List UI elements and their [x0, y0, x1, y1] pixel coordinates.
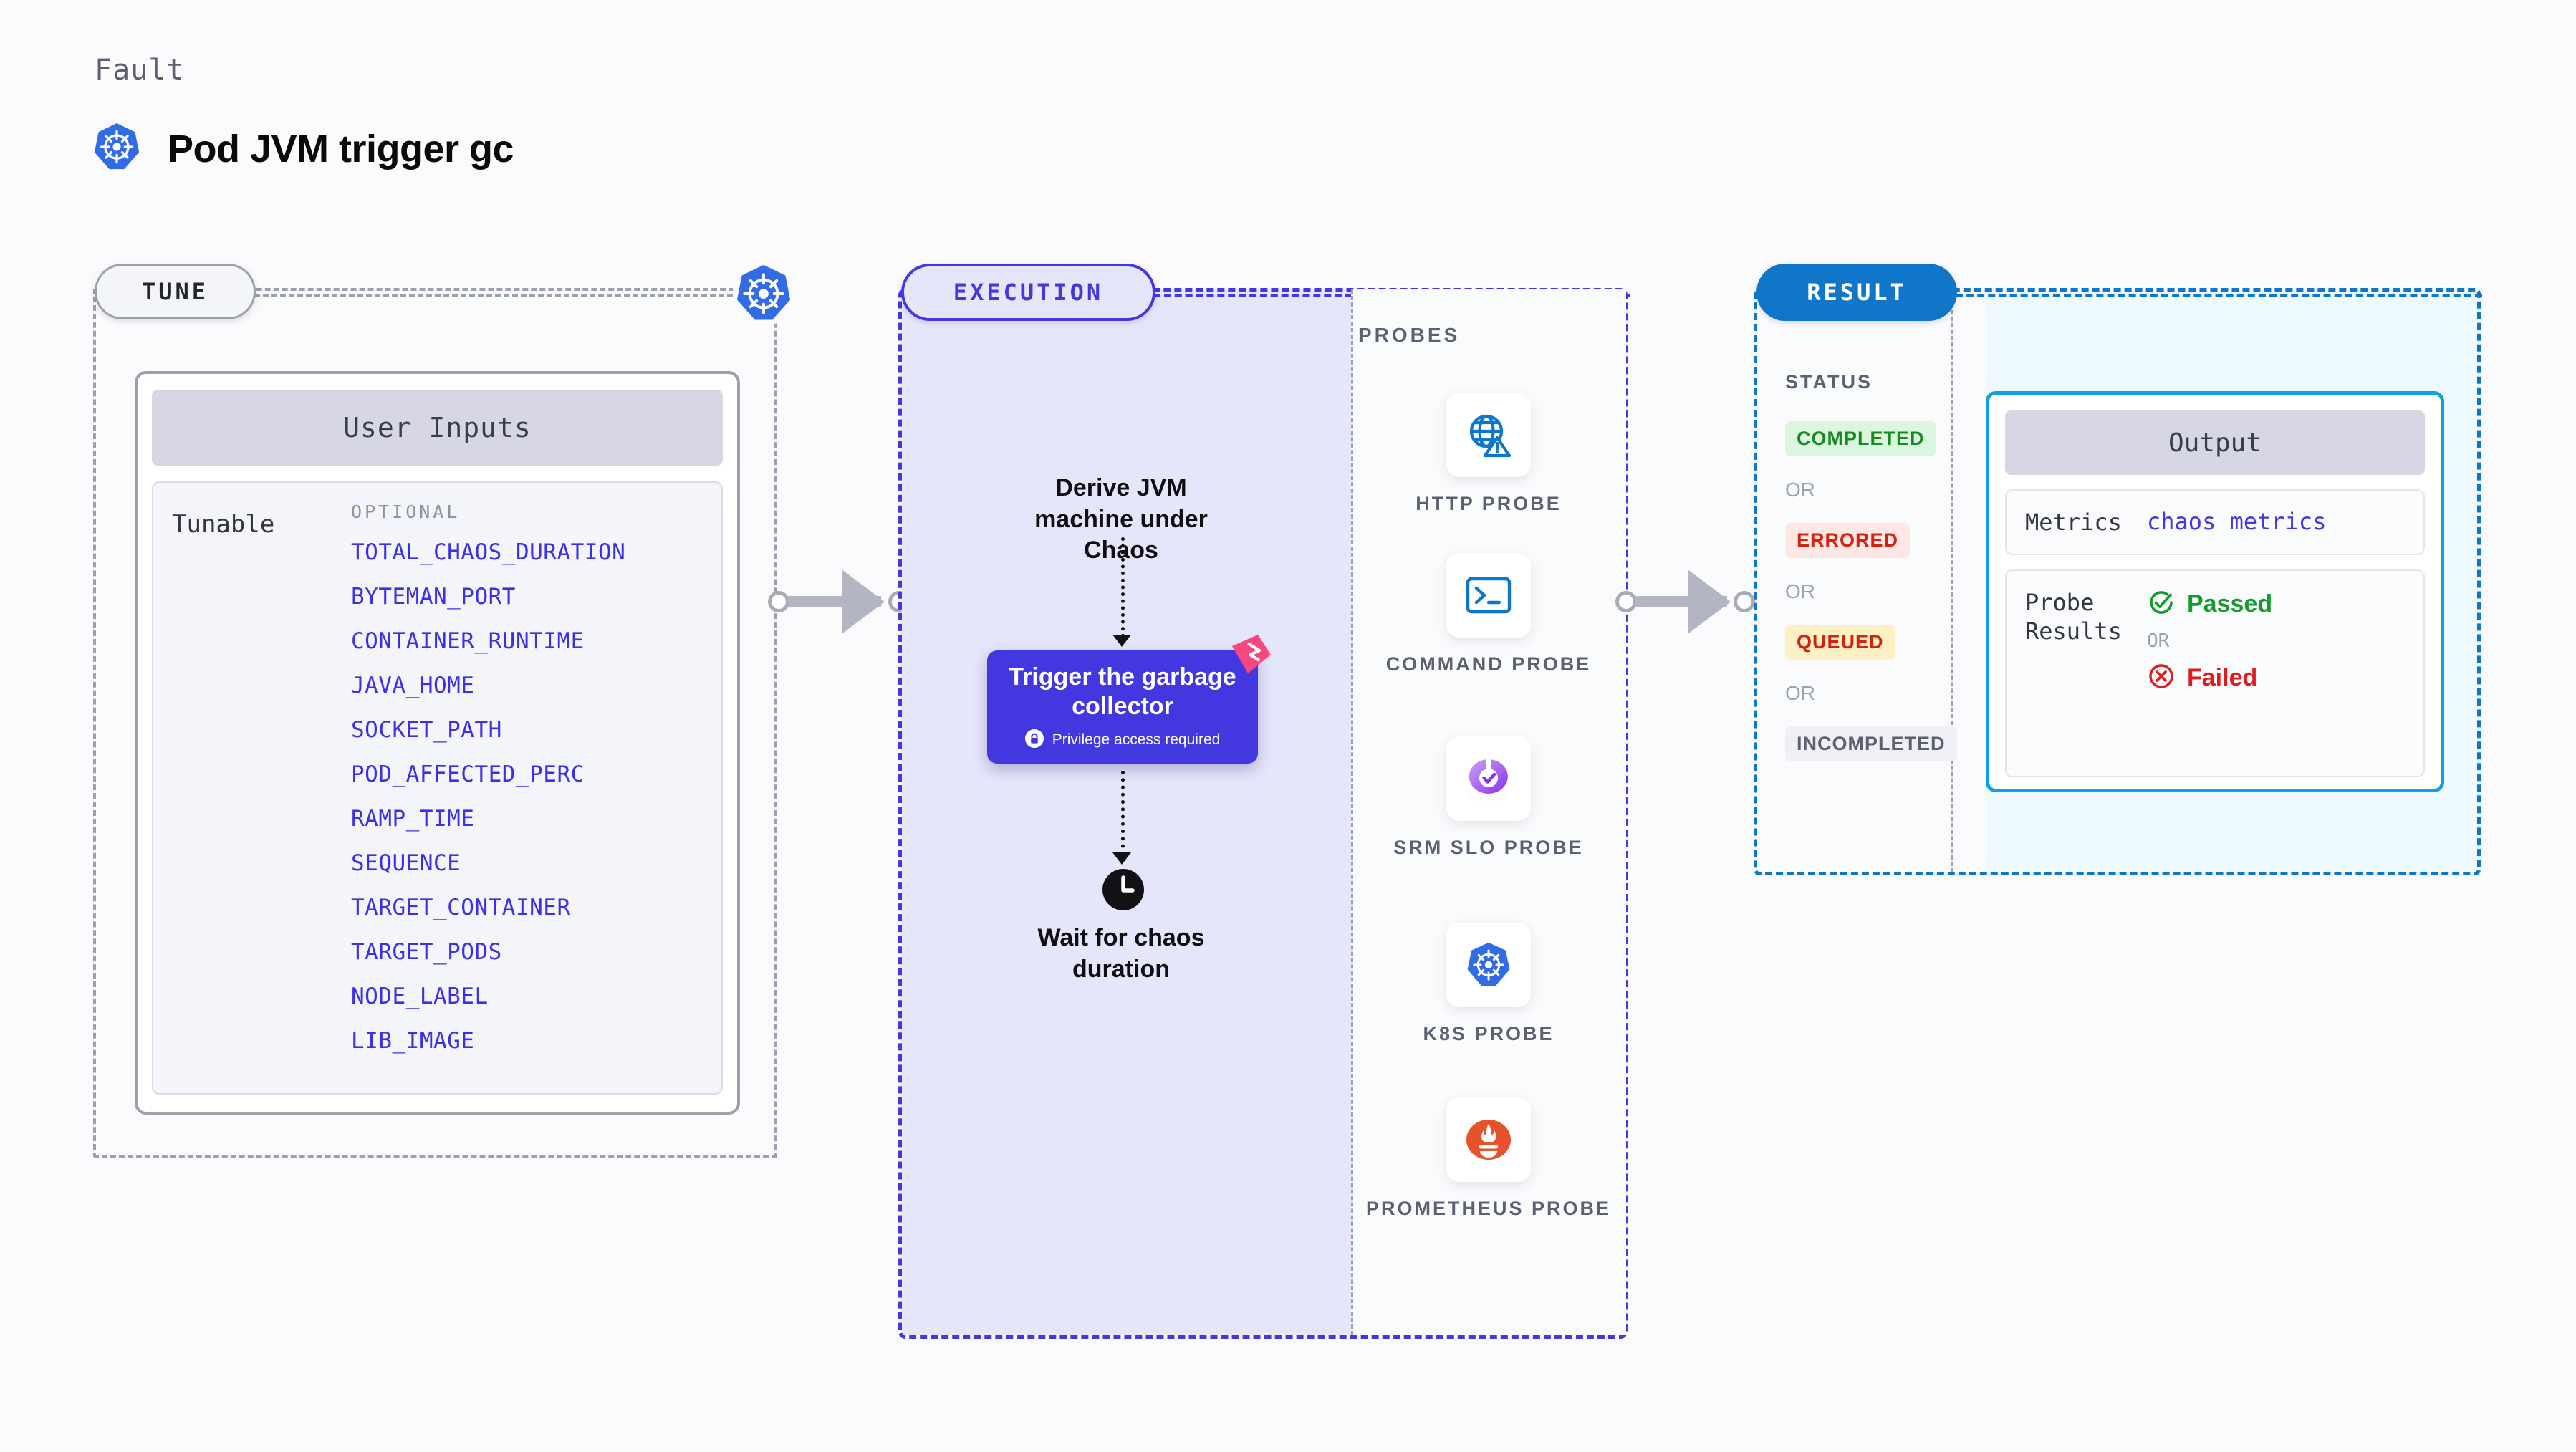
status-column [1756, 291, 1953, 872]
list-item[interactable]: TARGET_PODS [351, 939, 502, 965]
result-panel-tag: RESULT [1756, 264, 1957, 321]
output-probe-results-key: Probe Results [2025, 589, 2122, 645]
kubernetes-icon [731, 261, 796, 330]
status-badge-errored: ERRORED [1785, 523, 1911, 558]
passed-label: Passed [2187, 590, 2273, 617]
output-card: Output Metrics chaos metrics Probe Resul… [1986, 391, 2444, 792]
probe-results-values: Passed OR Failed [2147, 588, 2272, 759]
tunable-param-list: OPTIONAL TOTAL_CHAOS_DURATION BYTEMAN_PO… [351, 501, 625, 1093]
privilege-note: Privilege access required [1024, 729, 1221, 751]
output-probe-results-row: Probe Results Passed OR [2005, 569, 2425, 777]
output-metrics-row: Metrics chaos metrics [2005, 489, 2425, 555]
tune-panel-tag: TUNE [95, 264, 256, 319]
status-or-label: OR [1785, 580, 1815, 602]
probe-http[interactable]: HTTP PROBE [1351, 393, 1626, 516]
user-inputs-heading: User Inputs [152, 390, 723, 466]
probe-result-failed: Failed [2147, 662, 2272, 694]
probe-command[interactable]: COMMAND PROBE [1351, 553, 1626, 677]
probe-result-passed: Passed [2147, 588, 2272, 620]
x-circle-icon [2147, 662, 2176, 694]
probe-result-or-label: OR [2147, 630, 2170, 652]
probe-label: COMMAND PROBE [1385, 653, 1592, 675]
status-heading: STATUS [1785, 371, 1873, 393]
list-item[interactable]: CONTAINER_RUNTIME [351, 628, 585, 654]
list-item[interactable]: SOCKET_PATH [351, 717, 502, 743]
flow-line [1121, 537, 1125, 638]
list-item[interactable]: RAMP_TIME [351, 806, 475, 832]
list-item[interactable]: BYTEMAN_PORT [351, 584, 516, 610]
clock-icon [1102, 868, 1145, 915]
kubernetes-icon [1446, 923, 1531, 1007]
flow-arrow [1112, 852, 1131, 865]
page-title: Pod JVM trigger gc [168, 127, 514, 170]
probe-prometheus[interactable]: PROMETHEUS PROBE [1351, 1097, 1626, 1221]
terminal-icon [1446, 553, 1531, 638]
flow-line [1121, 771, 1125, 855]
flow-arrow [1112, 635, 1131, 647]
list-item[interactable]: SEQUENCE [351, 850, 461, 876]
srm-slo-icon [1446, 736, 1531, 821]
prometheus-icon [1446, 1097, 1531, 1182]
probe-label: PROMETHEUS PROBE [1365, 1198, 1612, 1219]
action-card-title: Trigger the garbage collector [1009, 663, 1236, 720]
result-connector-line [1956, 294, 2482, 297]
list-item[interactable]: NODE_LABEL [351, 984, 489, 1009]
user-inputs-card: User Inputs Tunable OPTIONAL TOTAL_CHAOS… [135, 371, 740, 1115]
execution-panel-tag: EXECUTION [901, 264, 1155, 321]
probe-srm-slo[interactable]: SRM SLO PROBE [1351, 736, 1626, 860]
execution-panel-fill [901, 289, 1352, 1335]
output-metrics-value[interactable]: chaos metrics [2147, 508, 2327, 535]
result-panel [1754, 288, 2481, 875]
tune-panel [93, 288, 777, 1158]
output-heading: Output [2005, 410, 2425, 475]
failed-label: Failed [2187, 664, 2258, 691]
probe-label: SRM SLO PROBE [1393, 837, 1584, 858]
globe-warning-icon [1446, 393, 1531, 477]
tune-connector-line [254, 294, 741, 297]
probe-label: K8S PROBE [1423, 1023, 1554, 1044]
tunable-group-label: Tunable [172, 510, 275, 539]
list-item[interactable]: JAVA_HOME [351, 673, 475, 698]
check-circle-icon [2147, 588, 2176, 620]
output-metrics-key: Metrics [2025, 509, 2122, 536]
list-item[interactable]: TOTAL_CHAOS_DURATION [351, 539, 626, 565]
optional-label: OPTIONAL [351, 501, 461, 522]
fault-title-row: Pod JVM trigger gc [93, 122, 514, 176]
list-item[interactable]: LIB_IMAGE [351, 1028, 475, 1054]
fault-eyebrow-label: Fault [95, 54, 185, 87]
list-item[interactable]: TARGET_CONTAINER [351, 895, 571, 920]
privilege-note-text: Privilege access required [1052, 731, 1221, 749]
lock-icon [1024, 729, 1044, 751]
status-badge-queued: QUEUED [1785, 625, 1895, 660]
ribbon-badge-icon [1226, 633, 1274, 681]
status-badge-incompleted: INCOMPLETED [1785, 726, 1957, 761]
trigger-garbage-collector-card[interactable]: Trigger the garbage collector Privilege … [987, 650, 1258, 764]
status-or-label: OR [1785, 479, 1815, 501]
probes-heading: PROBES [1358, 324, 1461, 346]
status-or-label: OR [1785, 682, 1815, 704]
execution-step-derive-jvm: Derive JVM machine under Chaos [1034, 474, 1208, 564]
list-item[interactable]: POD_AFFECTED_PERC [351, 761, 585, 787]
probe-k8s[interactable]: K8S PROBE [1351, 923, 1626, 1047]
probe-label: HTTP PROBE [1416, 493, 1562, 514]
execution-step-wait: Wait for chaos duration [1037, 924, 1205, 983]
tunable-section: Tunable OPTIONAL TOTAL_CHAOS_DURATION BY… [152, 481, 723, 1095]
kubernetes-icon [93, 122, 140, 176]
status-badge-completed: COMPLETED [1785, 421, 1936, 456]
